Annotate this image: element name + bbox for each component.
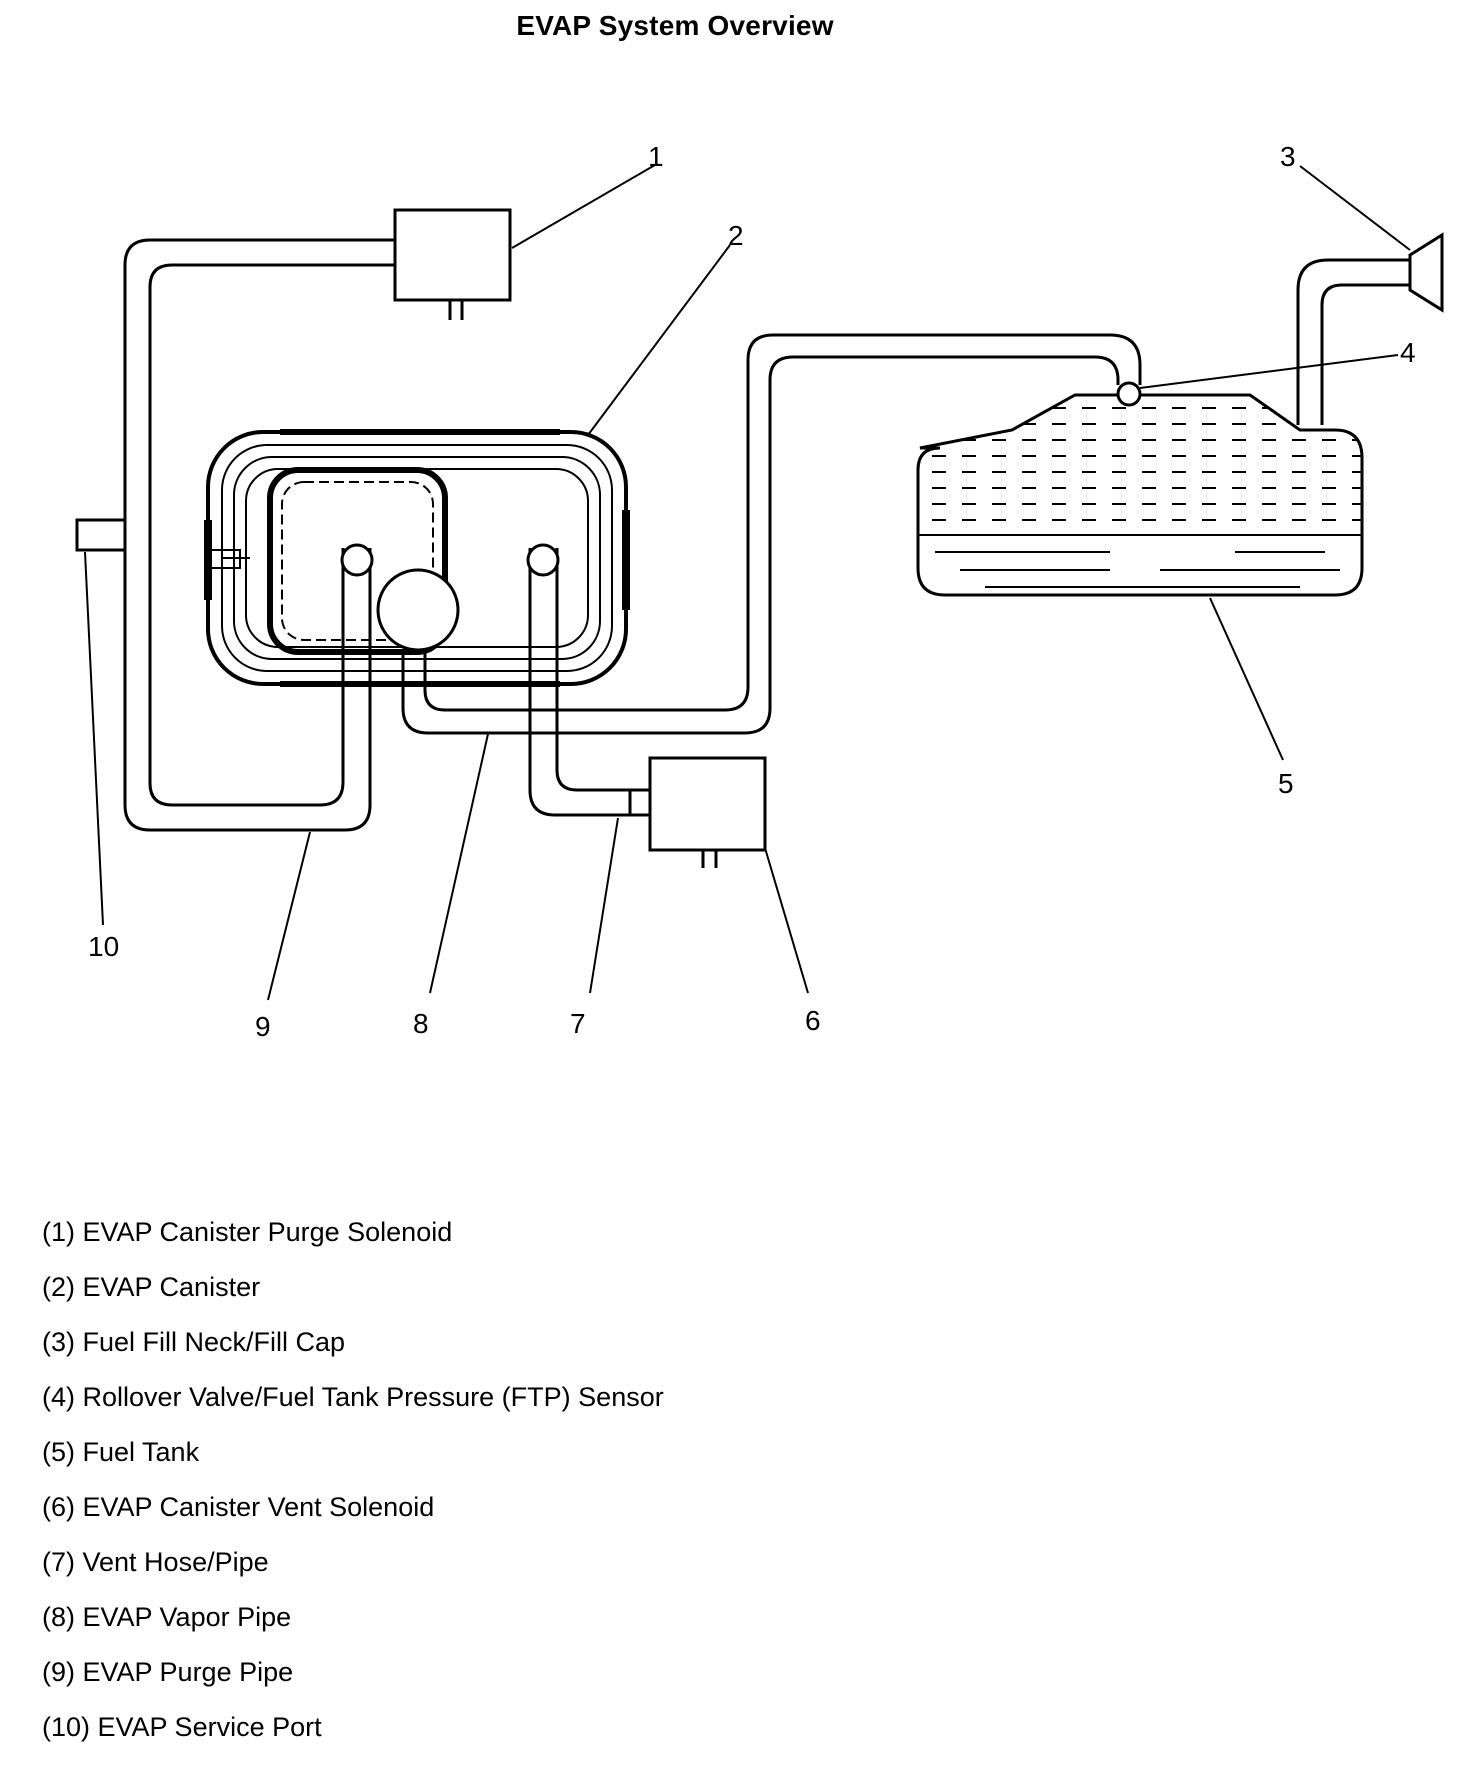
callout-1: 1 (648, 141, 664, 172)
callout-7: 7 (570, 1008, 586, 1039)
leader-lines (84, 164, 1411, 1001)
legend-item: (7) Vent Hose/Pipe (42, 1547, 269, 1577)
callout-4: 4 (1400, 337, 1416, 368)
callout-5: 5 (1278, 768, 1294, 799)
fuel-tank (916, 393, 1364, 597)
evap-service-port (75, 518, 127, 552)
legend-item: (1) EVAP Canister Purge Solenoid (42, 1217, 453, 1247)
callout-2: 2 (728, 220, 744, 251)
evap-canister-purge-solenoid (393, 208, 512, 320)
callout-3: 3 (1280, 141, 1296, 172)
evap-purge-pipe (123, 238, 395, 832)
evap-canister-vent-solenoid (628, 756, 767, 868)
callout-6: 6 (805, 1005, 821, 1036)
callout-labels: 1 2 3 4 5 6 7 8 9 10 (88, 141, 1416, 1042)
legend-item: (3) Fuel Fill Neck/Fill Cap (42, 1327, 346, 1357)
diagram-title: EVAP System Overview (516, 10, 834, 41)
legend-item: (8) EVAP Vapor Pipe (42, 1602, 292, 1632)
evap-vapor-pipe (401, 333, 1142, 735)
vent-hose-pipe (528, 548, 630, 817)
fuel-fill-cap (1408, 232, 1444, 313)
legend-item: (6) EVAP Canister Vent Solenoid (42, 1492, 435, 1522)
callout-8: 8 (413, 1008, 429, 1039)
legend-item: (2) EVAP Canister (42, 1272, 261, 1302)
canister-ports (340, 543, 560, 652)
component-legend: (1) EVAP Canister Purge Solenoid (2) EVA… (42, 1215, 664, 1765)
evap-diagram: 1 2 3 4 5 6 7 8 9 10 (75, 141, 1444, 1042)
legend-item: (9) EVAP Purge Pipe (42, 1657, 294, 1687)
legend-item: (4) Rollover Valve/Fuel Tank Pressure (F… (42, 1382, 664, 1412)
rollover-valve-ftp-sensor (1116, 381, 1142, 407)
legend-item: (10) EVAP Service Port (42, 1712, 322, 1742)
callout-10: 10 (88, 931, 119, 962)
legend-item: (5) Fuel Tank (42, 1437, 200, 1467)
fuel-fill-neck (1296, 258, 1410, 425)
callout-9: 9 (255, 1011, 271, 1042)
